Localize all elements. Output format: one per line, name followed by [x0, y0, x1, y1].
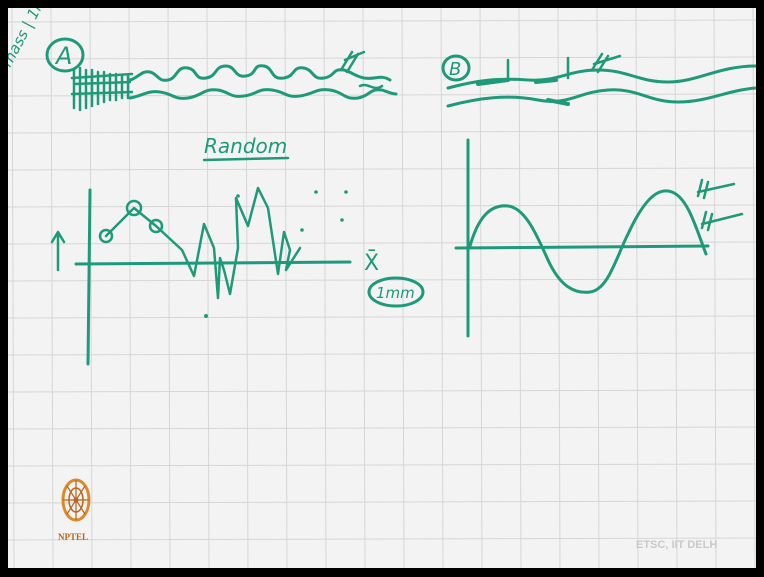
grid-line-vertical	[752, 8, 756, 568]
channel-thick-segments	[476, 78, 570, 106]
nptel-wheel-icon	[61, 478, 91, 522]
periodic-sine-trace	[468, 189, 708, 294]
grid-line-vertical	[635, 8, 639, 568]
grid-line-vertical	[713, 8, 717, 568]
grid-line-horizontal	[8, 463, 756, 467]
grid-line-vertical	[245, 8, 249, 568]
scatter-dots	[204, 190, 348, 318]
sample-point-marker	[148, 218, 164, 234]
panel-a-label: A	[54, 42, 72, 70]
grid-line-vertical	[89, 8, 93, 568]
grid-line-horizontal	[8, 241, 756, 245]
grid-line-vertical	[323, 8, 327, 568]
panel-a: A Random mass | 1mm X̄ 1mm	[8, 8, 425, 366]
grid-line-vertical	[401, 8, 405, 568]
grid-line-vertical	[518, 8, 522, 568]
grid-line-horizontal	[8, 93, 756, 97]
nptel-logo: NPTEL	[58, 478, 91, 542]
panel-a-circle	[45, 37, 85, 73]
grid-line-vertical	[11, 8, 15, 568]
grid-line-horizontal	[8, 389, 756, 393]
grid-line-vertical	[479, 8, 483, 568]
grid-line-vertical	[284, 8, 288, 568]
grid-line-horizontal	[8, 19, 756, 23]
panel-a-y-axis	[86, 188, 92, 366]
grid-line-vertical	[440, 8, 444, 568]
grid-lines	[8, 8, 756, 568]
panel-b-circle	[441, 54, 471, 82]
panel-a-x-note-circle	[367, 276, 425, 308]
grid-line-horizontal	[8, 500, 756, 504]
panel-b-hatch-marks	[590, 52, 622, 74]
panel-a-x-axis-note: 1mm	[376, 284, 415, 302]
whiteboard: A Random mass | 1mm X̄ 1mm	[8, 8, 756, 568]
grid-line-vertical	[674, 8, 678, 568]
grid-line-horizontal	[8, 130, 756, 134]
panel-b: B	[441, 52, 756, 338]
panel-b-label: B	[449, 59, 461, 80]
grid-line-vertical	[167, 8, 171, 568]
panel-a-y-arrow	[50, 230, 66, 272]
watermark-text: ETSC, IIT DELH	[636, 539, 717, 551]
grid-line-horizontal	[8, 352, 756, 356]
channel-lower-wall	[128, 88, 398, 100]
grid-line-vertical	[128, 8, 132, 568]
channel-entry-hatch	[70, 66, 134, 112]
grid-line-vertical	[206, 8, 210, 568]
grid-line-horizontal	[8, 204, 756, 208]
panel-a-x-axis	[74, 260, 352, 266]
panel-b-right-hatch-lower	[700, 210, 744, 232]
grid-line-horizontal	[8, 56, 756, 60]
grid-line-horizontal	[8, 315, 756, 319]
grid-line-horizontal	[8, 426, 756, 430]
grid-line-horizontal	[8, 537, 756, 541]
grid-line-vertical	[362, 8, 366, 568]
panel-b-x-axis	[454, 244, 710, 250]
whiteboard-canvas: A Random mass | 1mm X̄ 1mm	[8, 8, 756, 568]
panel-a-title-underline	[202, 156, 290, 162]
grid-line-vertical	[557, 8, 561, 568]
section-marks	[506, 56, 570, 82]
grid-line-vertical	[50, 8, 54, 568]
panel-b-right-hatch-upper	[696, 178, 736, 200]
panel-a-title: Random	[204, 134, 287, 158]
channel-upper-wall	[128, 64, 392, 82]
random-fluctuation-trace	[98, 186, 348, 318]
channel-outlet-detail	[358, 83, 384, 90]
panel-a-y-axis-label: mass | 1mm	[8, 8, 57, 70]
panel-a-hatch-marks	[339, 50, 366, 74]
grid-line-horizontal	[8, 167, 756, 171]
smooth-channel-lower-wall	[446, 86, 756, 108]
sample-point-marker	[125, 199, 143, 217]
sample-point-marker	[98, 228, 114, 244]
nptel-logo-text: NPTEL	[58, 532, 88, 542]
panel-a-x-axis-label: X̄	[364, 250, 379, 276]
smooth-channel-upper-wall	[446, 64, 756, 90]
